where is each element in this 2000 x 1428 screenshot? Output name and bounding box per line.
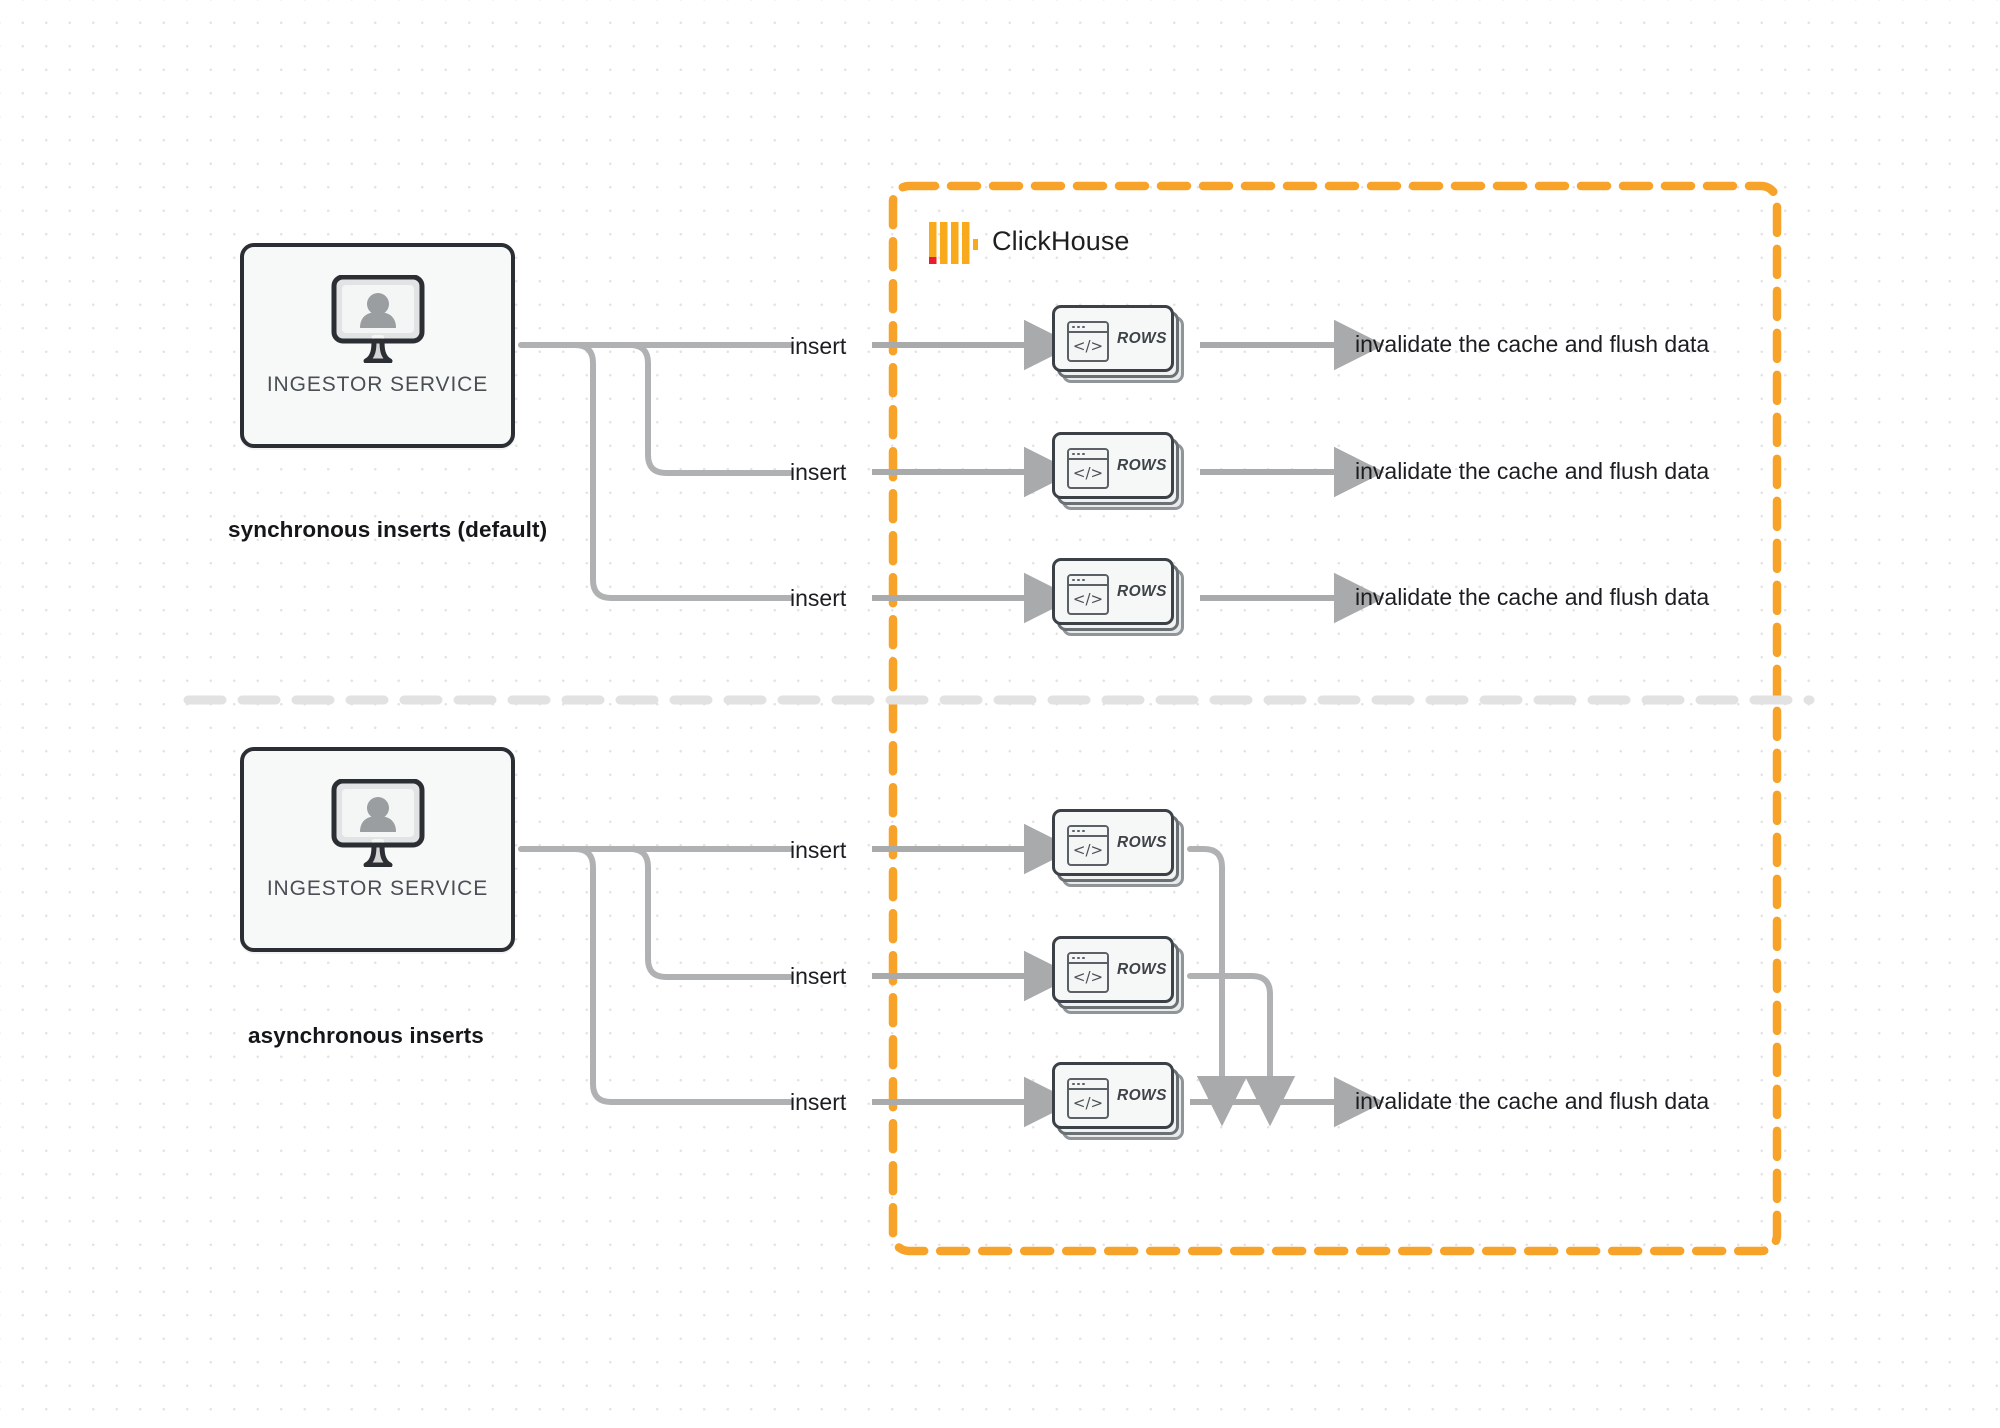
rows-node-async-1[interactable]: </> ROWS <box>1052 809 1184 887</box>
rows-node-sync-3[interactable]: </> ROWS <box>1052 558 1184 636</box>
rows-node-async-2[interactable]: </> ROWS <box>1052 936 1184 1014</box>
ingestor-service-caption: INGESTOR SERVICE <box>266 877 489 900</box>
ingestor-service-caption: INGESTOR SERVICE <box>266 373 489 396</box>
rows-node-label: ROWS <box>1117 1087 1167 1104</box>
insert-label-sync-2: insert <box>790 459 847 485</box>
rows-card-front: </> ROWS <box>1052 1062 1174 1129</box>
rows-node-sync-1[interactable]: </> ROWS <box>1052 305 1184 383</box>
insert-label-async-2: insert <box>790 963 847 989</box>
code-window-icon: </> <box>1067 321 1109 362</box>
rows-node-async-3[interactable]: </> ROWS <box>1052 1062 1184 1140</box>
ingestor-service-async[interactable]: INGESTOR SERVICE <box>240 747 515 952</box>
result-label-sync-2: invalidate the cache and flush data <box>1355 458 1710 484</box>
ingestor-service-sync[interactable]: INGESTOR SERVICE <box>240 243 515 448</box>
clickhouse-logo <box>929 222 978 264</box>
rows-card-front: </> ROWS <box>1052 936 1174 1003</box>
code-window-icon: </> <box>1067 448 1109 489</box>
result-label-sync-3: invalidate the cache and flush data <box>1355 584 1710 610</box>
code-window-icon: </> <box>1067 574 1109 615</box>
result-label-async: invalidate the cache and flush data <box>1355 1088 1710 1114</box>
monitor-user-icon <box>331 275 424 363</box>
insert-label-sync-3: insert <box>790 585 847 611</box>
rows-node-label: ROWS <box>1117 834 1167 851</box>
section-label-asynchronous: asynchronous inserts <box>248 1023 484 1048</box>
result-label-sync-1: invalidate the cache and flush data <box>1355 331 1710 357</box>
monitor-user-icon <box>331 779 424 867</box>
rows-node-label: ROWS <box>1117 330 1167 347</box>
rows-node-label: ROWS <box>1117 961 1167 978</box>
section-label-synchronous: synchronous inserts (default) <box>228 517 548 542</box>
code-window-icon: </> <box>1067 825 1109 866</box>
rows-card-front: </> ROWS <box>1052 432 1174 499</box>
rows-node-sync-2[interactable]: </> ROWS <box>1052 432 1184 510</box>
code-window-icon: </> <box>1067 1078 1109 1119</box>
rows-node-label: ROWS <box>1117 583 1167 600</box>
insert-label-async-3: insert <box>790 1089 847 1115</box>
rows-card-front: </> ROWS <box>1052 809 1174 876</box>
rows-node-label: ROWS <box>1117 457 1167 474</box>
insert-label-async-1: insert <box>790 837 847 863</box>
clickhouse-label: ClickHouse <box>992 226 1130 256</box>
rows-card-front: </> ROWS <box>1052 305 1174 372</box>
code-window-icon: </> <box>1067 952 1109 993</box>
insert-label-sync-1: insert <box>790 333 847 359</box>
rows-card-front: </> ROWS <box>1052 558 1174 625</box>
